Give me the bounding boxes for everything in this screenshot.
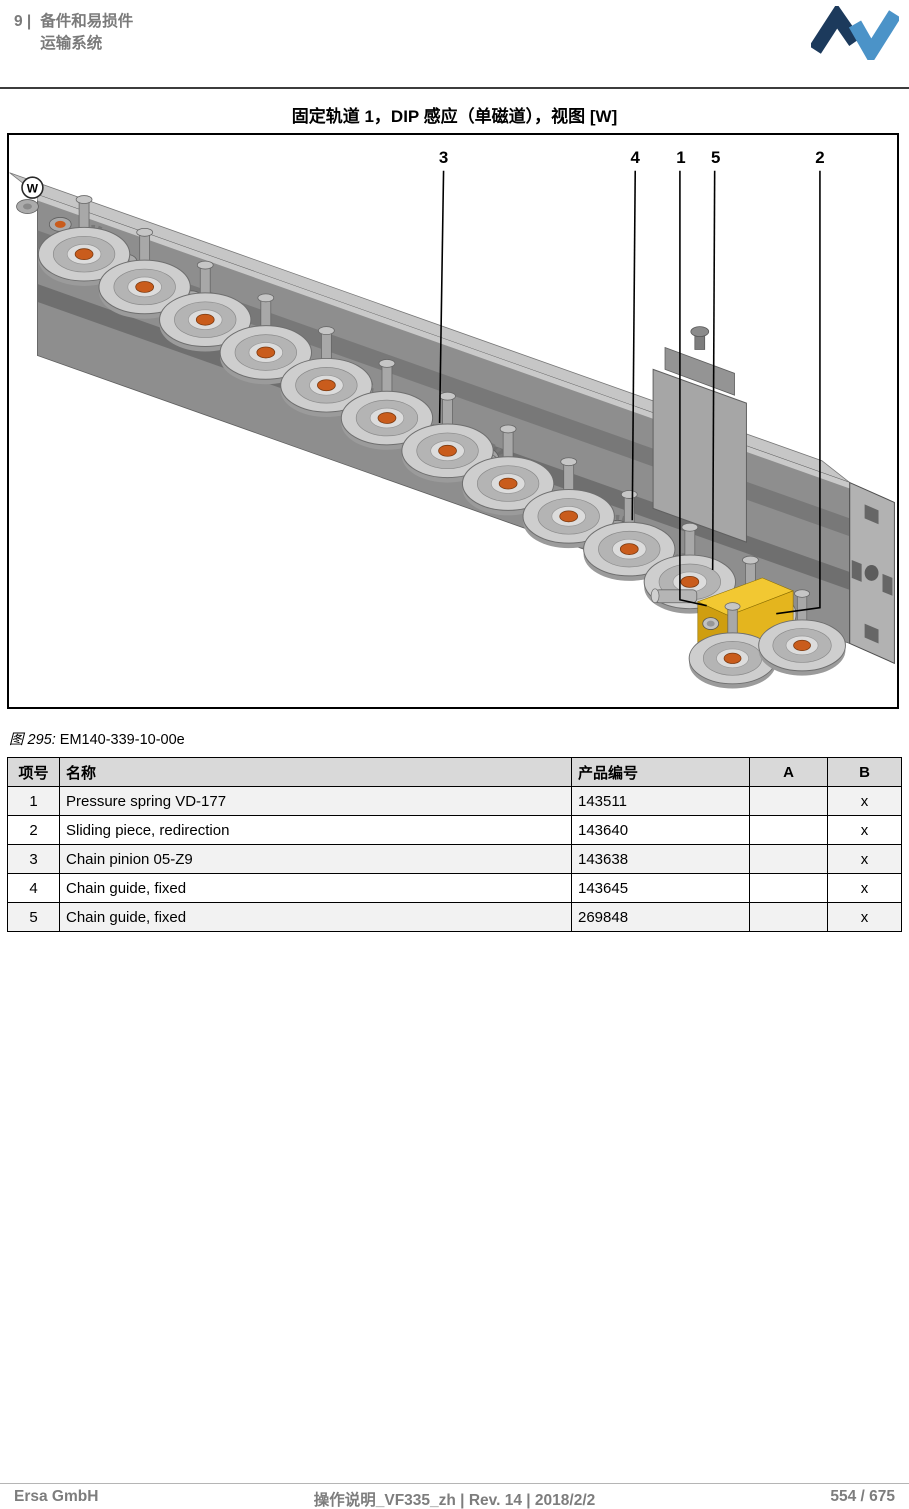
- callout-label-3: 3: [439, 148, 448, 167]
- mounting-bracket: [652, 326, 747, 543]
- cell-name: Sliding piece, redirection: [59, 815, 572, 845]
- page-header: 9 | 备件和易损件 运输系统: [14, 11, 133, 56]
- figure-caption-text: EM140-339-10-00e: [59, 732, 185, 748]
- cell-item: 5: [7, 902, 60, 932]
- figure-frame: 3 4 1 5 2 W: [7, 133, 899, 709]
- table-row: 4 Chain guide, fixed 143645 x: [7, 873, 902, 903]
- cell-a: [749, 902, 828, 932]
- table-row: 3 Chain pinion 05-Z9 143638 x: [7, 844, 902, 874]
- chapter-subtitle: 运输系统: [40, 35, 103, 53]
- cell-b: x: [827, 902, 902, 932]
- cell-partno: 143511: [571, 786, 750, 816]
- page-footer: Ersa GmbH 操作说明_VF335_zh | Rev. 14 | 2018…: [14, 1488, 895, 1509]
- chapter-title: 备件和易损件: [40, 13, 134, 30]
- cell-b: x: [827, 786, 902, 816]
- cell-item: 3: [7, 844, 60, 874]
- col-header-a: A: [749, 757, 828, 787]
- cell-name: Chain guide, fixed: [59, 873, 572, 903]
- table-row: 1 Pressure spring VD-177 143511 x: [7, 786, 902, 816]
- beam-cross-section: [849, 481, 895, 665]
- cell-partno: 143640: [571, 815, 750, 845]
- footer-page-number: 554 / 675: [830, 1488, 895, 1505]
- view-marker-w: W: [21, 176, 44, 199]
- cell-a: [749, 873, 828, 903]
- cell-name: Chain guide, fixed: [59, 902, 572, 932]
- col-header-b: B: [827, 757, 902, 787]
- figure-caption: 图 295: EM140-339-10-00e: [9, 728, 185, 749]
- table-header-row: 项号 名称 产品编号 A B: [7, 757, 902, 787]
- cell-a: [749, 815, 828, 845]
- cell-partno: 143638: [571, 844, 750, 874]
- callout-lines: [438, 170, 821, 615]
- parts-table: 项号 名称 产品编号 A B 1 Pressure spring VD-177 …: [7, 757, 902, 932]
- figure-title: 固定轨道 1，DIP 感应（单磁道），视图 [W]: [291, 107, 618, 126]
- cell-item: 1: [7, 786, 60, 816]
- chapter-number: 9 |: [14, 13, 32, 30]
- callout-label-1: 1: [676, 148, 685, 167]
- cell-item: 2: [7, 815, 60, 845]
- table-row: 5 Chain guide, fixed 269848 x: [7, 902, 902, 932]
- cell-partno: 143645: [571, 873, 750, 903]
- ersa-logo-icon: [811, 6, 899, 60]
- col-header-name: 名称: [59, 757, 572, 787]
- col-header-partno: 产品编号: [571, 757, 750, 787]
- callout-label-4: 4: [631, 148, 641, 167]
- cell-b: x: [827, 815, 902, 845]
- footer-divider: [0, 1483, 909, 1484]
- cell-a: [749, 844, 828, 874]
- cell-b: x: [827, 873, 902, 903]
- callout-label-5: 5: [711, 148, 720, 167]
- technical-drawing: 3 4 1 5 2 W: [9, 148, 895, 690]
- col-header-item: 项号: [7, 757, 60, 787]
- header-divider: [0, 87, 909, 89]
- cell-name: Chain pinion 05-Z9: [59, 844, 572, 874]
- cell-name: Pressure spring VD-177: [59, 786, 572, 816]
- footer-doc-info: 操作说明_VF335_zh | Rev. 14 | 2018/2/2: [313, 1492, 596, 1509]
- cell-item: 4: [7, 873, 60, 903]
- cell-b: x: [827, 844, 902, 874]
- view-marker-label: W: [27, 182, 39, 196]
- callout-label-2: 2: [815, 148, 824, 167]
- figure-caption-label: 图 295:: [9, 732, 56, 748]
- cell-partno: 269848: [571, 902, 750, 932]
- pressure-spring: [650, 588, 698, 604]
- table-row: 2 Sliding piece, redirection 143640 x: [7, 815, 902, 845]
- cell-a: [749, 786, 828, 816]
- footer-company: Ersa GmbH: [14, 1488, 99, 1505]
